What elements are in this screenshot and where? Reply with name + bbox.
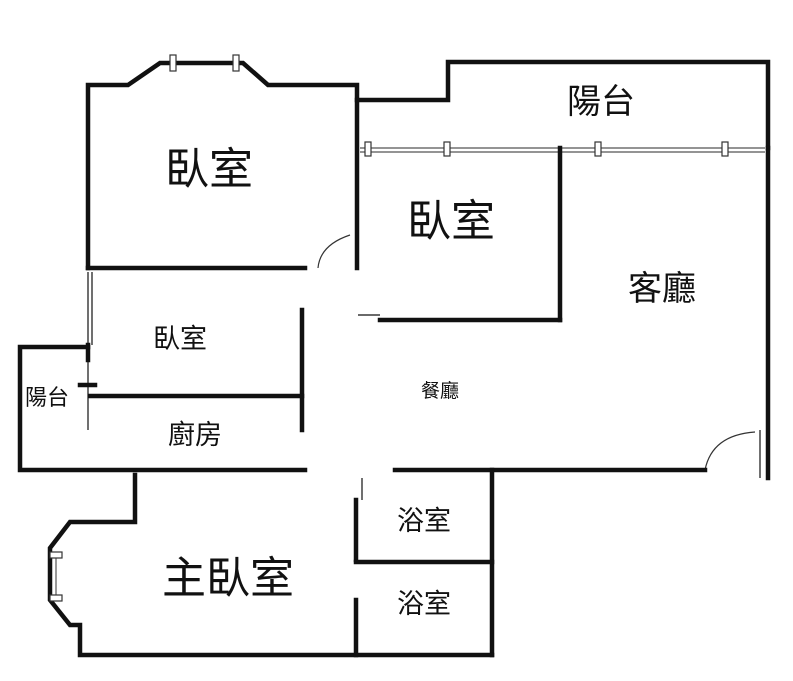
window-cap bbox=[594, 141, 602, 157]
room-label-balcony-top: 陽台 bbox=[567, 82, 635, 122]
balcony-left-walls bbox=[17, 344, 308, 473]
door-arc bbox=[317, 234, 351, 269]
window-cap bbox=[169, 54, 177, 72]
window-cap bbox=[721, 141, 729, 157]
room-label-bathroom-upper: 浴室 bbox=[397, 506, 451, 537]
room-label-dining-room: 餐廳 bbox=[421, 380, 460, 402]
window-cap bbox=[49, 594, 63, 602]
window-cap bbox=[443, 141, 451, 157]
entry-door-arc bbox=[704, 431, 756, 471]
room-label-bedroom-top-left: 臥室 bbox=[165, 144, 253, 195]
room-label-balcony-left: 陽台 bbox=[25, 386, 70, 411]
room-label-bedroom-left: 臥室 bbox=[153, 324, 207, 355]
room-label-kitchen: 廚房 bbox=[168, 420, 222, 451]
balcony-top-walls bbox=[354, 59, 771, 151]
room-label-bathroom-lower: 浴室 bbox=[397, 589, 451, 620]
window-cap bbox=[364, 141, 372, 157]
bedroom-top-left-walls bbox=[85, 60, 360, 271]
room-label-living-room: 客廳 bbox=[628, 269, 696, 309]
room-label-master-bedroom: 主臥室 bbox=[162, 553, 294, 604]
window-cap bbox=[49, 551, 63, 559]
room-label-bedroom-top-middle: 臥室 bbox=[407, 196, 495, 247]
window-cap bbox=[232, 54, 240, 72]
